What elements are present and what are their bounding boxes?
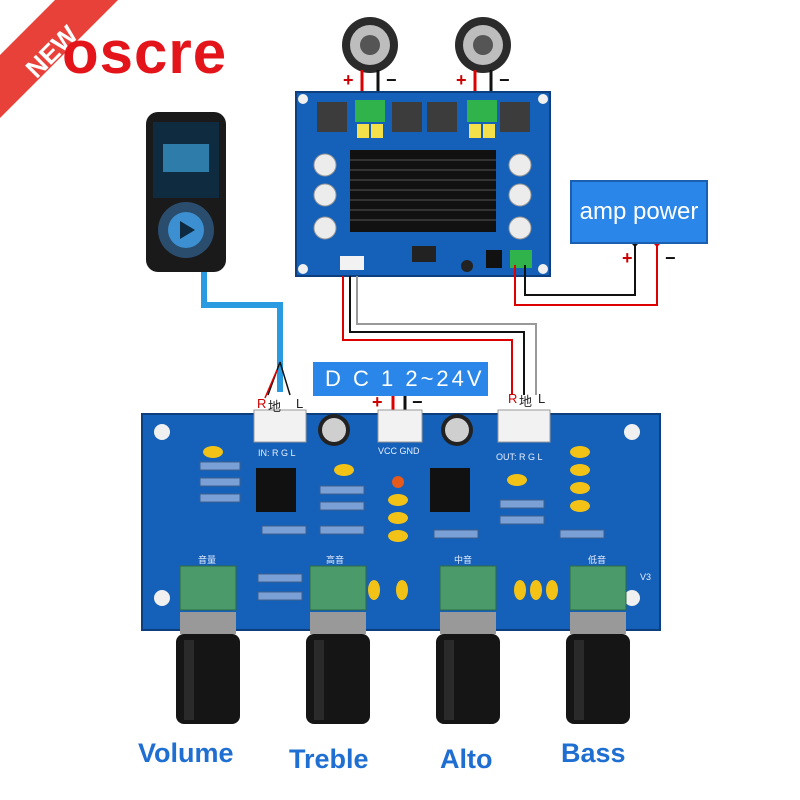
input-gnd-label: 地: [268, 399, 282, 414]
brand-logo: oscre: [62, 19, 228, 86]
volume-knob: [176, 612, 240, 724]
speaker-left-minus: −: [386, 70, 397, 90]
music-player-icon: [146, 112, 226, 272]
input-l-label: L: [296, 396, 304, 411]
speaker-right-minus: −: [499, 70, 510, 90]
pcb-version-label: V3: [640, 572, 652, 582]
speaker-right-plus: +: [456, 70, 467, 90]
dc-minus: −: [412, 392, 423, 412]
new-badge: NEW: [0, 0, 118, 118]
output-r-label: R: [508, 391, 518, 406]
amp-power-minus: −: [665, 248, 676, 268]
speaker-left-plus: +: [343, 70, 354, 90]
amplifier-board: [295, 91, 551, 277]
knob-label-alto: Alto: [440, 744, 493, 774]
output-l-label: L: [538, 391, 546, 406]
knob-label-volume: Volume: [138, 738, 234, 768]
pcb-vcc-label: VCC GND: [378, 446, 420, 456]
input-r-label: R: [257, 396, 267, 411]
pcb-out-label: OUT: R G L: [496, 452, 543, 462]
speaker-icon-right: [455, 17, 511, 73]
speaker-icon-left: [342, 17, 398, 73]
pot-label-alto: 中音: [454, 555, 473, 565]
amp-power-label: amp power: [570, 180, 708, 244]
treble-knob: [306, 612, 370, 724]
pcb-in-label: IN: R G L: [258, 448, 296, 458]
output-gnd-label: 地: [519, 394, 533, 409]
dc-plus: +: [372, 392, 383, 412]
bass-knob: [566, 612, 630, 724]
pot-label-volume: 音量: [198, 555, 217, 565]
knob-label-bass: Bass: [561, 738, 626, 768]
pot-label-bass: 低音: [588, 555, 607, 565]
amp-power-plus: +: [622, 248, 633, 268]
knob-label-treble: Treble: [289, 744, 369, 774]
pot-label-treble: 高音: [326, 555, 345, 565]
alto-knob: [436, 612, 500, 724]
tone-control-board: [141, 409, 661, 631]
dc-input-label: D C 1 2~24V: [313, 362, 488, 396]
